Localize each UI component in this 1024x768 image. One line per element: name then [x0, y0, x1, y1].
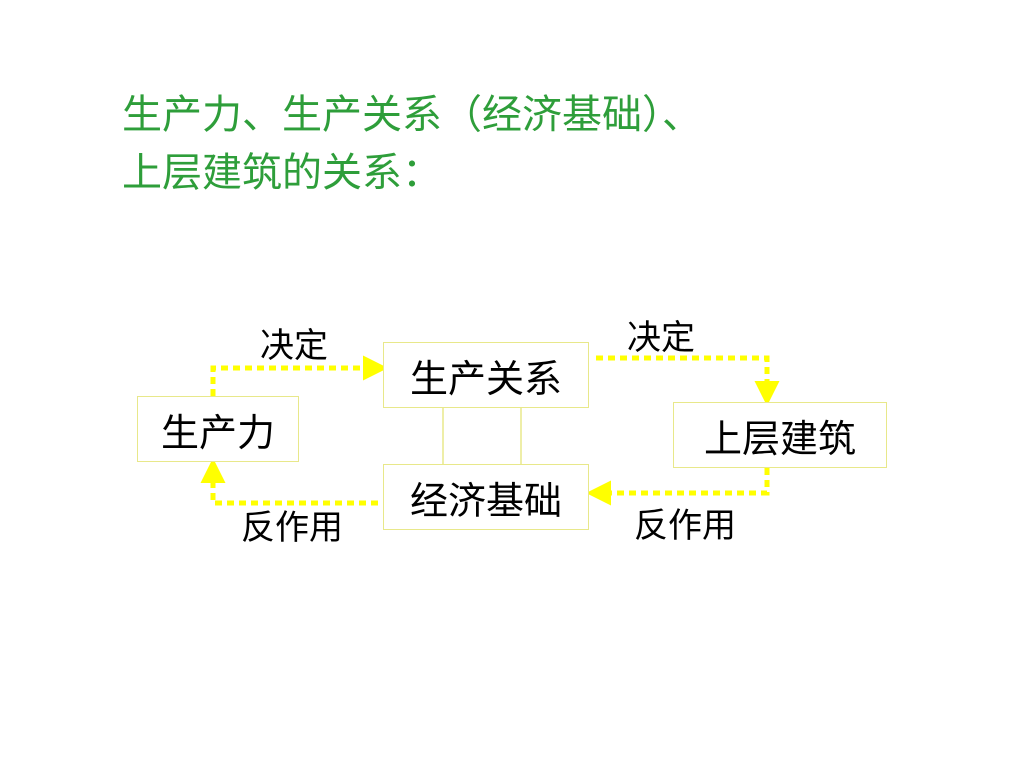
node-productivity: 生产力: [137, 396, 299, 462]
slide-title: 生产力、生产关系（经济基础）、 上层建筑的关系：: [122, 86, 922, 202]
title-line-2: 上层建筑的关系：: [122, 150, 442, 196]
edge-label-react-right: 反作用: [634, 506, 736, 546]
edge-label-react-left: 反作用: [241, 508, 343, 548]
node-economic-base: 经济基础: [383, 464, 589, 530]
title-line-1: 生产力、生产关系（经济基础）、: [122, 92, 702, 138]
arrow-decide-right: [596, 355, 780, 406]
node-superstructure: 上层建筑: [673, 402, 887, 468]
edge-label-decide-left: 决定: [260, 326, 328, 366]
arrow-react-right: [586, 468, 770, 506]
edge-label-decide-right: 决定: [627, 318, 695, 358]
node-relations-of-production: 生产关系: [383, 342, 589, 408]
arrow-react-left: [200, 458, 378, 506]
arrow-decide-left: [210, 355, 388, 396]
